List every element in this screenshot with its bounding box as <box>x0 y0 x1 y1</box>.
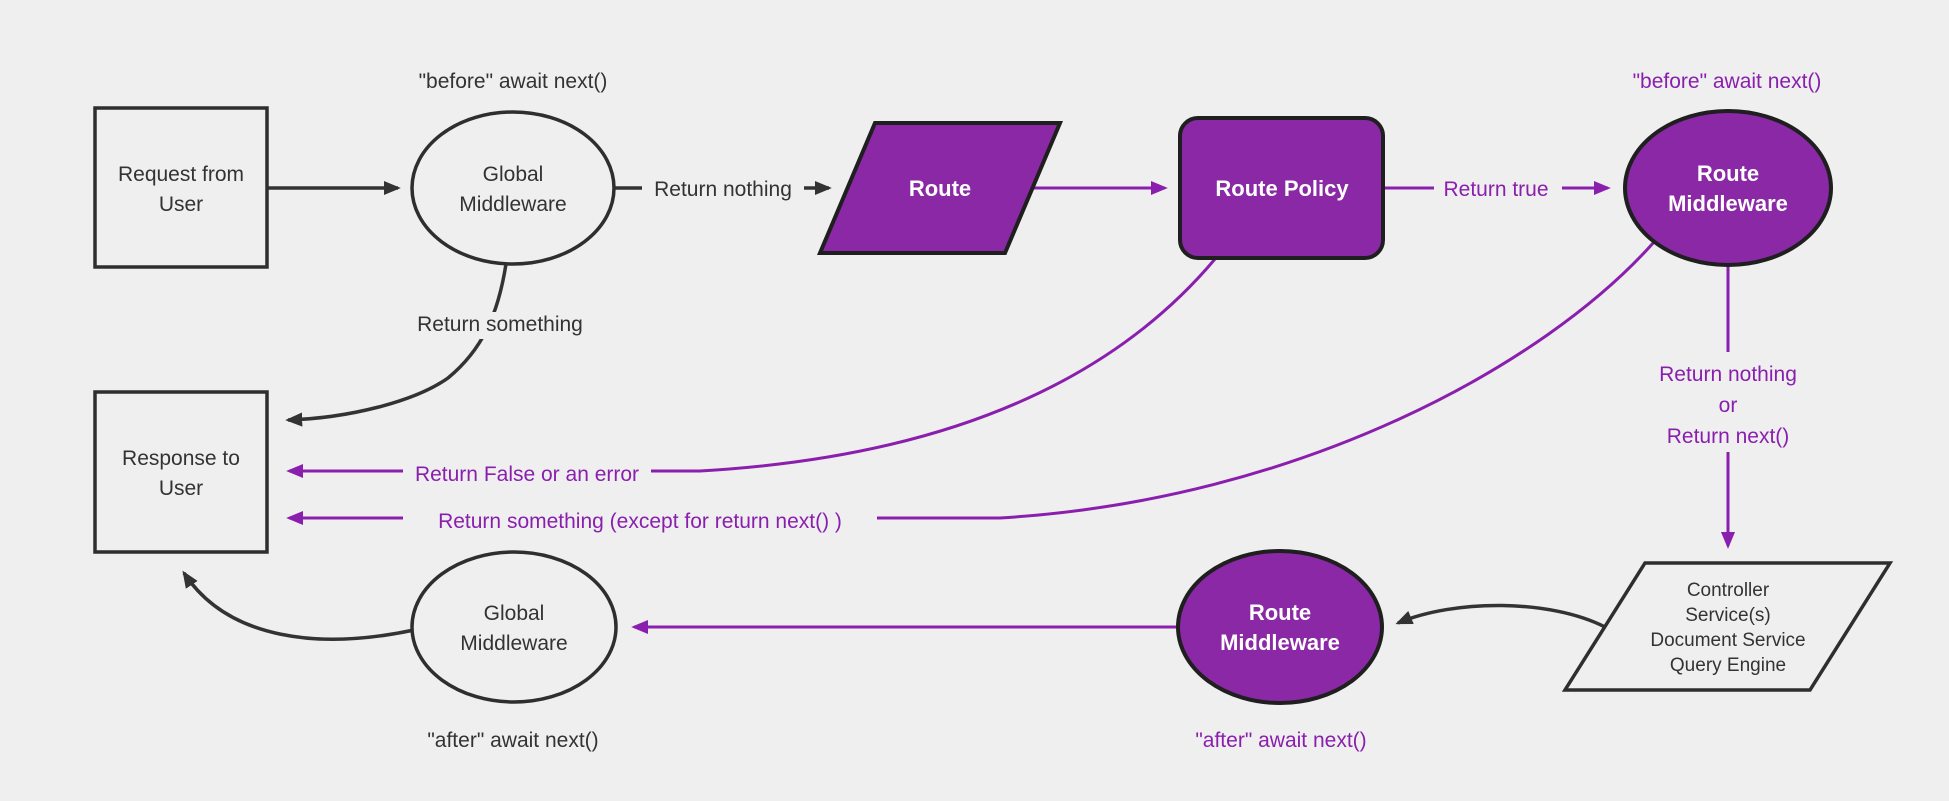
label-return-something: Return something <box>417 313 583 336</box>
controller-node-label-line2: Service(s) <box>1685 605 1771 626</box>
label-return-nothing: Return nothing <box>654 178 792 201</box>
global-middleware-bottom-label-line2: Middleware <box>460 632 567 655</box>
controller-node-label-line3: Document Service <box>1650 630 1805 651</box>
node-route-middleware-top <box>1623 109 1833 267</box>
label-background <box>1626 352 1830 452</box>
route-middleware-top-label-line2: Middleware <box>1668 191 1788 216</box>
node-global-middleware-top <box>410 110 616 266</box>
node-controller-services <box>1561 561 1894 692</box>
route-node-label: Route <box>909 176 971 201</box>
node-request-from-user <box>93 106 269 269</box>
node-route <box>816 121 1064 255</box>
edge-controller-to-route-middleware-bottom <box>1395 603 1606 629</box>
node-global-middleware-bottom <box>410 550 618 704</box>
edge-route-middleware-return-something-except <box>286 241 1656 526</box>
edge-global-middleware-bottom-to-response <box>182 570 415 641</box>
response-node-label-line1: Response to <box>122 447 240 470</box>
controller-node-label-line1: Controller <box>1687 580 1770 601</box>
label-return-nothing-or-line1: Return nothing <box>1659 363 1797 386</box>
route-middleware-bottom-label-line1: Route <box>1249 600 1311 625</box>
label-before-await-next-route: "before" await next() <box>1633 70 1822 93</box>
label-background <box>403 462 651 489</box>
global-middleware-top-label-line2: Middleware <box>459 193 566 216</box>
label-return-false-or-error: Return False or an error <box>415 463 639 486</box>
route-middleware-top-label-line1: Route <box>1697 161 1759 186</box>
label-return-nothing-or-line2: or <box>1719 394 1738 417</box>
label-return-something-except: Return something (except for return next… <box>438 510 842 533</box>
request-node-label-line2: User <box>159 193 203 216</box>
label-background <box>403 509 877 536</box>
label-background <box>642 175 804 202</box>
edge-global-middleware-return-something <box>285 263 508 427</box>
node-response-to-user <box>93 390 269 554</box>
controller-node-label-line4: Query Engine <box>1670 655 1786 676</box>
label-return-true: Return true <box>1443 178 1548 201</box>
response-node-label-line2: User <box>159 477 203 500</box>
request-node-label-line1: Request from <box>118 163 244 186</box>
route-policy-node-label: Route Policy <box>1215 176 1349 201</box>
label-background <box>1434 176 1562 202</box>
edge-route-policy-return-false <box>286 258 1217 479</box>
global-middleware-top-label-line1: Global <box>483 163 544 186</box>
label-after-await-next-route: "after" await next() <box>1195 729 1366 752</box>
label-after-await-next-global: "after" await next() <box>427 729 598 752</box>
route-middleware-bottom-label-line2: Middleware <box>1220 630 1340 655</box>
node-route-middleware-bottom <box>1176 549 1384 705</box>
label-before-await-next-global: "before" await next() <box>419 70 608 93</box>
node-route-policy <box>1178 116 1385 260</box>
label-return-nothing-or-line3: Return next() <box>1667 425 1790 448</box>
label-background <box>403 312 599 339</box>
global-middleware-bottom-label-line1: Global <box>484 602 545 625</box>
